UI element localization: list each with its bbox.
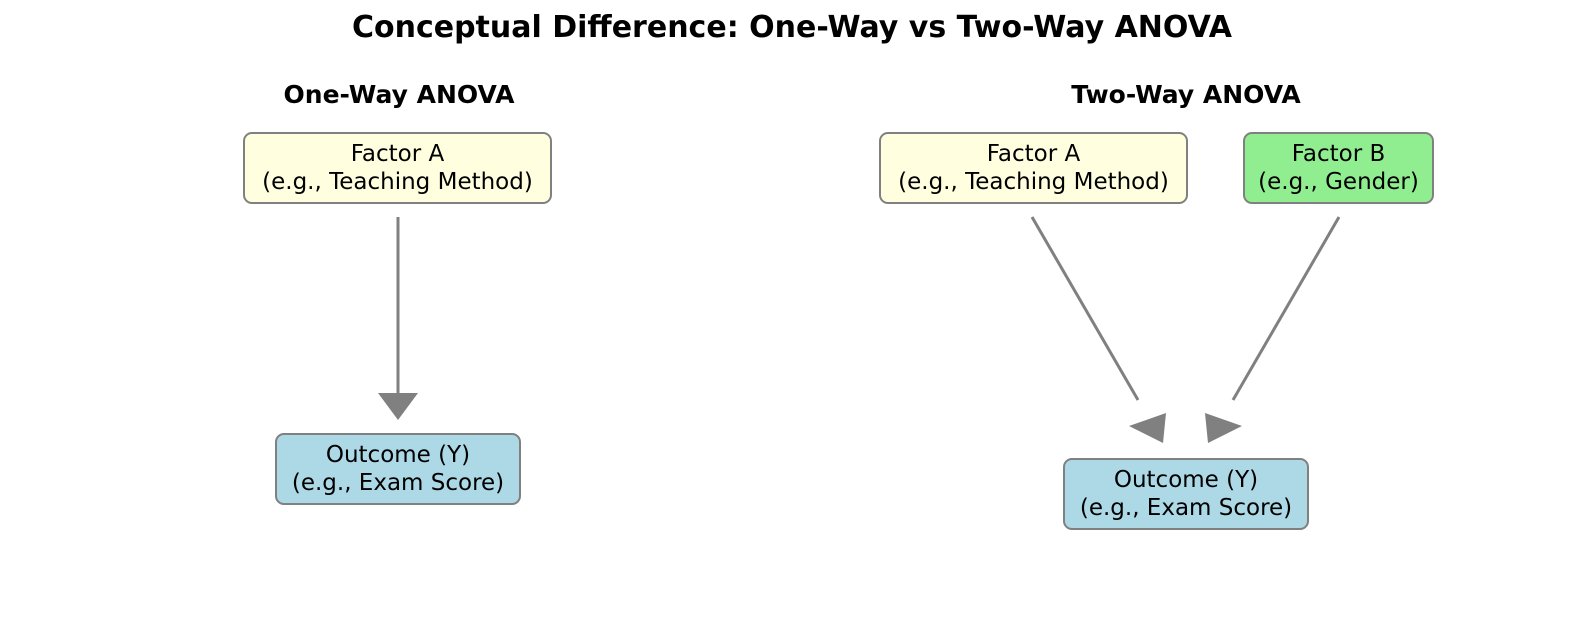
arrow-head <box>378 393 418 420</box>
one-way-factor-a-box: Factor A (e.g., Teaching Method) <box>243 132 552 204</box>
factor-b-example: (e.g., Gender) <box>1258 169 1419 195</box>
arrow-shaft <box>1030 216 1140 401</box>
arrow-shaft <box>1231 216 1341 401</box>
one-way-heading: One-Way ANOVA <box>283 80 515 109</box>
two-way-factor-b-box: Factor B (e.g., Gender) <box>1243 132 1434 204</box>
factor-b-name: Factor B <box>1291 141 1386 167</box>
factor-a-example: (e.g., Teaching Method) <box>262 169 533 195</box>
factor-a-name: Factor A <box>986 141 1081 167</box>
outcome-name: Outcome (Y) <box>1113 467 1259 493</box>
two-way-factor-a-box: Factor A (e.g., Teaching Method) <box>879 132 1188 204</box>
arrow-head <box>1205 413 1242 443</box>
outcome-example: (e.g., Exam Score) <box>291 470 505 496</box>
two-way-arrow-a <box>1030 216 1166 443</box>
two-way-heading: Two-Way ANOVA <box>1071 80 1301 109</box>
two-way-arrow-b <box>1205 216 1341 443</box>
outcome-example: (e.g., Exam Score) <box>1079 495 1293 521</box>
factor-a-example: (e.g., Teaching Method) <box>898 169 1169 195</box>
two-way-outcome-box: Outcome (Y) (e.g., Exam Score) <box>1063 458 1309 530</box>
arrow-head <box>1129 413 1166 443</box>
page-title: Conceptual Difference: One-Way vs Two-Wa… <box>351 10 1233 45</box>
outcome-name: Outcome (Y) <box>325 442 471 468</box>
factor-a-name: Factor A <box>350 141 445 167</box>
one-way-outcome-box: Outcome (Y) (e.g., Exam Score) <box>275 433 521 505</box>
one-way-arrow <box>378 217 418 420</box>
